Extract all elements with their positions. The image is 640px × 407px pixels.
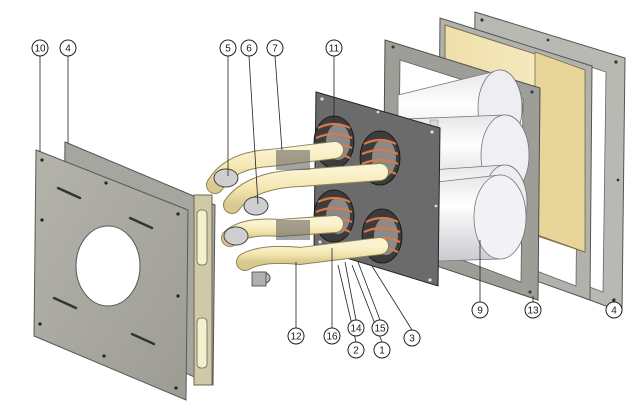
svg-text:12: 12 bbox=[290, 332, 302, 343]
svg-text:4: 4 bbox=[65, 44, 71, 55]
svg-text:13: 13 bbox=[527, 306, 539, 317]
svg-text:10: 10 bbox=[34, 44, 46, 55]
svg-text:3: 3 bbox=[409, 334, 415, 345]
svg-text:11: 11 bbox=[329, 44, 340, 55]
callout-13: 13 bbox=[524, 301, 542, 319]
callout-4-right: 4 bbox=[605, 301, 623, 319]
svg-text:5: 5 bbox=[225, 44, 231, 55]
svg-text:7: 7 bbox=[272, 44, 278, 55]
callout-11: 11 bbox=[325, 39, 343, 57]
callout-4-left: 4 bbox=[59, 39, 77, 57]
callout-14: 14 bbox=[347, 319, 365, 337]
svg-text:4: 4 bbox=[611, 306, 617, 317]
callout-2: 2 bbox=[347, 341, 365, 359]
svg-text:9: 9 bbox=[477, 306, 483, 317]
svg-text:1: 1 bbox=[379, 346, 385, 357]
callout-10: 10 bbox=[31, 39, 49, 57]
svg-text:14: 14 bbox=[350, 324, 362, 335]
front-cover-plate bbox=[33, 149, 189, 401]
callout-5: 5 bbox=[219, 39, 237, 57]
svg-text:15: 15 bbox=[374, 324, 386, 335]
callout-12: 12 bbox=[287, 327, 305, 345]
callout-6: 6 bbox=[240, 39, 258, 57]
callout-15: 15 bbox=[371, 319, 389, 337]
callout-7: 7 bbox=[266, 39, 284, 57]
callout-9: 9 bbox=[471, 301, 489, 319]
svg-text:16: 16 bbox=[326, 332, 338, 343]
callout-3: 3 bbox=[403, 329, 421, 347]
hinge-strip bbox=[193, 194, 213, 386]
callout-1: 1 bbox=[373, 341, 391, 359]
svg-text:6: 6 bbox=[246, 44, 252, 55]
callouts: 10 4 5 6 7 11 12 16 bbox=[31, 39, 623, 359]
svg-text:2: 2 bbox=[353, 346, 359, 357]
pipe-fittings bbox=[213, 168, 271, 287]
callout-16: 16 bbox=[323, 327, 341, 345]
